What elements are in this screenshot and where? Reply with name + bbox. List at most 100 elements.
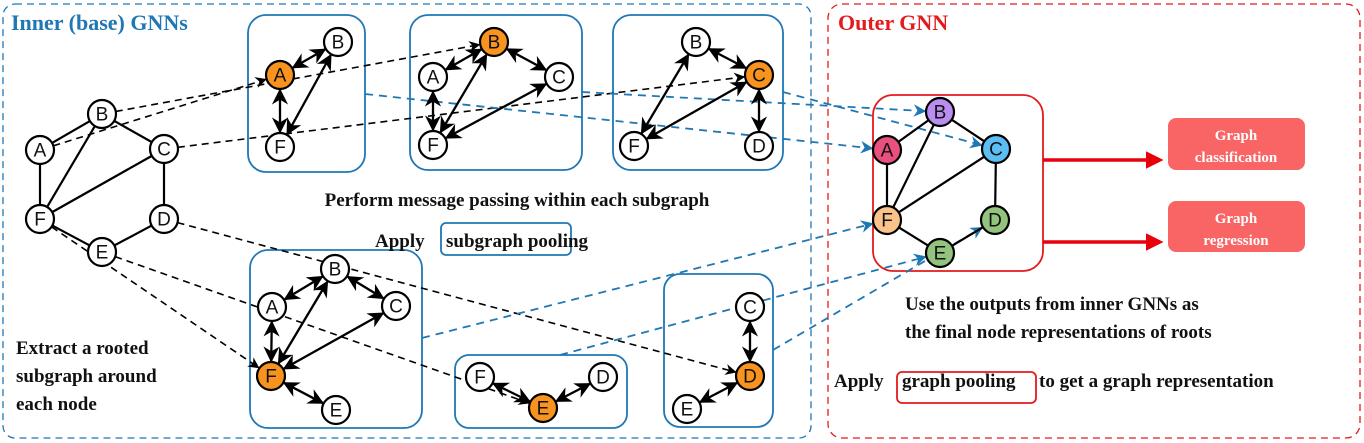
subgraph-c-node-d: D: [743, 130, 775, 162]
extract-connector-c: [177, 72, 746, 149]
output-graph-classification: Graph classification: [1168, 118, 1305, 170]
node-label: F: [881, 211, 893, 232]
graph-pooling-highlight: [896, 371, 1037, 404]
node-label: D: [743, 367, 757, 388]
subgraph-f-node-a: A: [256, 291, 288, 323]
subgraph-f-edge-FE: [282, 381, 325, 405]
subgraph-box-a: [247, 14, 366, 173]
node-label: F: [265, 367, 277, 388]
inner-gnn-title: Inner (base) GNNs: [11, 10, 188, 35]
node-label: B: [329, 260, 342, 281]
node-circle: [924, 237, 956, 269]
caption-use-outputs-line2: the final node representations of roots: [905, 322, 1212, 343]
node-label: B: [488, 33, 501, 54]
subgraph-c-edge-CB: [707, 47, 748, 70]
subgraph-b-edge-CF: [444, 83, 548, 139]
node-circle: [264, 131, 296, 163]
caption-subgraph-pooling: subgraph pooling: [446, 231, 589, 252]
node-label: C: [552, 68, 566, 89]
node-circle: [871, 204, 903, 236]
node-label: E: [681, 400, 694, 421]
caption-extract-line2: subgraph around: [16, 366, 157, 387]
subgraph-c-node-c: C: [743, 59, 775, 91]
node-circle: [979, 204, 1011, 236]
caption-extract-line1: Extract a rooted: [16, 338, 149, 359]
input-edge-DE: [113, 224, 153, 247]
graph-edges: [38, 47, 997, 405]
subgraph-f-edge-FA: [263, 320, 280, 363]
node-label: B: [934, 103, 947, 124]
node-label: C: [743, 298, 757, 319]
node-circle: [924, 96, 956, 128]
subgraph-c-node-f: F: [618, 130, 650, 162]
node-circle: [671, 393, 703, 425]
node-label: C: [389, 297, 403, 318]
node-circle: [256, 291, 288, 323]
outer-node-d: D: [979, 204, 1011, 236]
input-edge-BC: [113, 119, 153, 144]
subgraph-b-node-f: F: [417, 129, 449, 161]
caption-apply-graph: Apply: [834, 371, 884, 392]
node-circle: [417, 61, 449, 93]
node-label: C: [752, 66, 766, 87]
outer-graph-box: [872, 94, 1044, 272]
subgraph-box-f: [249, 249, 423, 429]
node-label: D: [752, 137, 766, 158]
subgraph-c-edge-CF: [645, 81, 748, 140]
pool-connector-f: [421, 220, 874, 339]
subgraph-a-node-f: F: [264, 131, 296, 163]
node-circle: [319, 253, 351, 285]
outer-edge-FB: [892, 124, 935, 208]
node-circle: [478, 26, 510, 58]
node-circle: [24, 203, 56, 235]
outer-gnn-container: [827, 3, 1361, 439]
input-edge-AB: [51, 120, 91, 144]
node-circle: [380, 290, 412, 322]
subgraph-f-node-e: E: [320, 394, 352, 426]
inner-gnn-container: [2, 3, 812, 439]
subgraph-b-node-a: A: [417, 61, 449, 93]
subgraph-f-node-b: B: [319, 253, 351, 285]
subgraph-c-node-b: B: [680, 26, 712, 58]
input-node-f: F: [24, 203, 56, 235]
outer-edge-AB: [897, 119, 930, 143]
subgraph-b-node-c: C: [543, 61, 575, 93]
node-circle: [24, 134, 56, 166]
subgraph-d-node-e: E: [671, 393, 703, 425]
node-circle: [86, 236, 118, 268]
caption-graph-pooling-suffix: to get a graph representation: [1039, 371, 1274, 392]
node-circle: [417, 129, 449, 161]
extract-connector-d: [177, 221, 737, 375]
subgraph-e-node-e: E: [527, 392, 559, 424]
node-circle: [743, 130, 775, 162]
subgraph-d-node-c: C: [734, 291, 766, 323]
node-circle: [734, 291, 766, 323]
subgraph-b-edge-BC: [505, 48, 548, 71]
extract-connector-f: [51, 226, 260, 369]
outer-edge-FC: [898, 155, 985, 214]
subgraph-a-edge-BF: [286, 53, 332, 136]
node-label: A: [266, 298, 279, 319]
node-circle: [464, 361, 496, 393]
node-label: E: [96, 243, 109, 264]
output-classification-line1: Graph: [1215, 128, 1258, 144]
node-label: F: [474, 368, 486, 389]
node-circle: [618, 130, 650, 162]
node-label: E: [934, 244, 947, 265]
subgraph-e-node-d: D: [587, 361, 619, 393]
input-node-d: D: [148, 203, 180, 235]
caption-graph-pooling: graph pooling: [902, 371, 1016, 392]
node-circle: [587, 361, 619, 393]
node-label: F: [628, 137, 640, 158]
caption-apply-subgraph: Apply: [375, 231, 425, 252]
caption-use-outputs-line1: Use the outputs from inner GNNs as: [905, 294, 1199, 315]
node-label: D: [157, 210, 171, 231]
subgraph-c-edge-BF: [640, 53, 690, 135]
subgraph-a-edge-AB: [291, 48, 327, 69]
input-edge-FB: [46, 125, 96, 208]
node-circle: [148, 203, 180, 235]
subgraph-d-edge-DE: [698, 381, 739, 404]
outer-node-b: B: [924, 96, 956, 128]
input-node-a: A: [24, 134, 56, 166]
